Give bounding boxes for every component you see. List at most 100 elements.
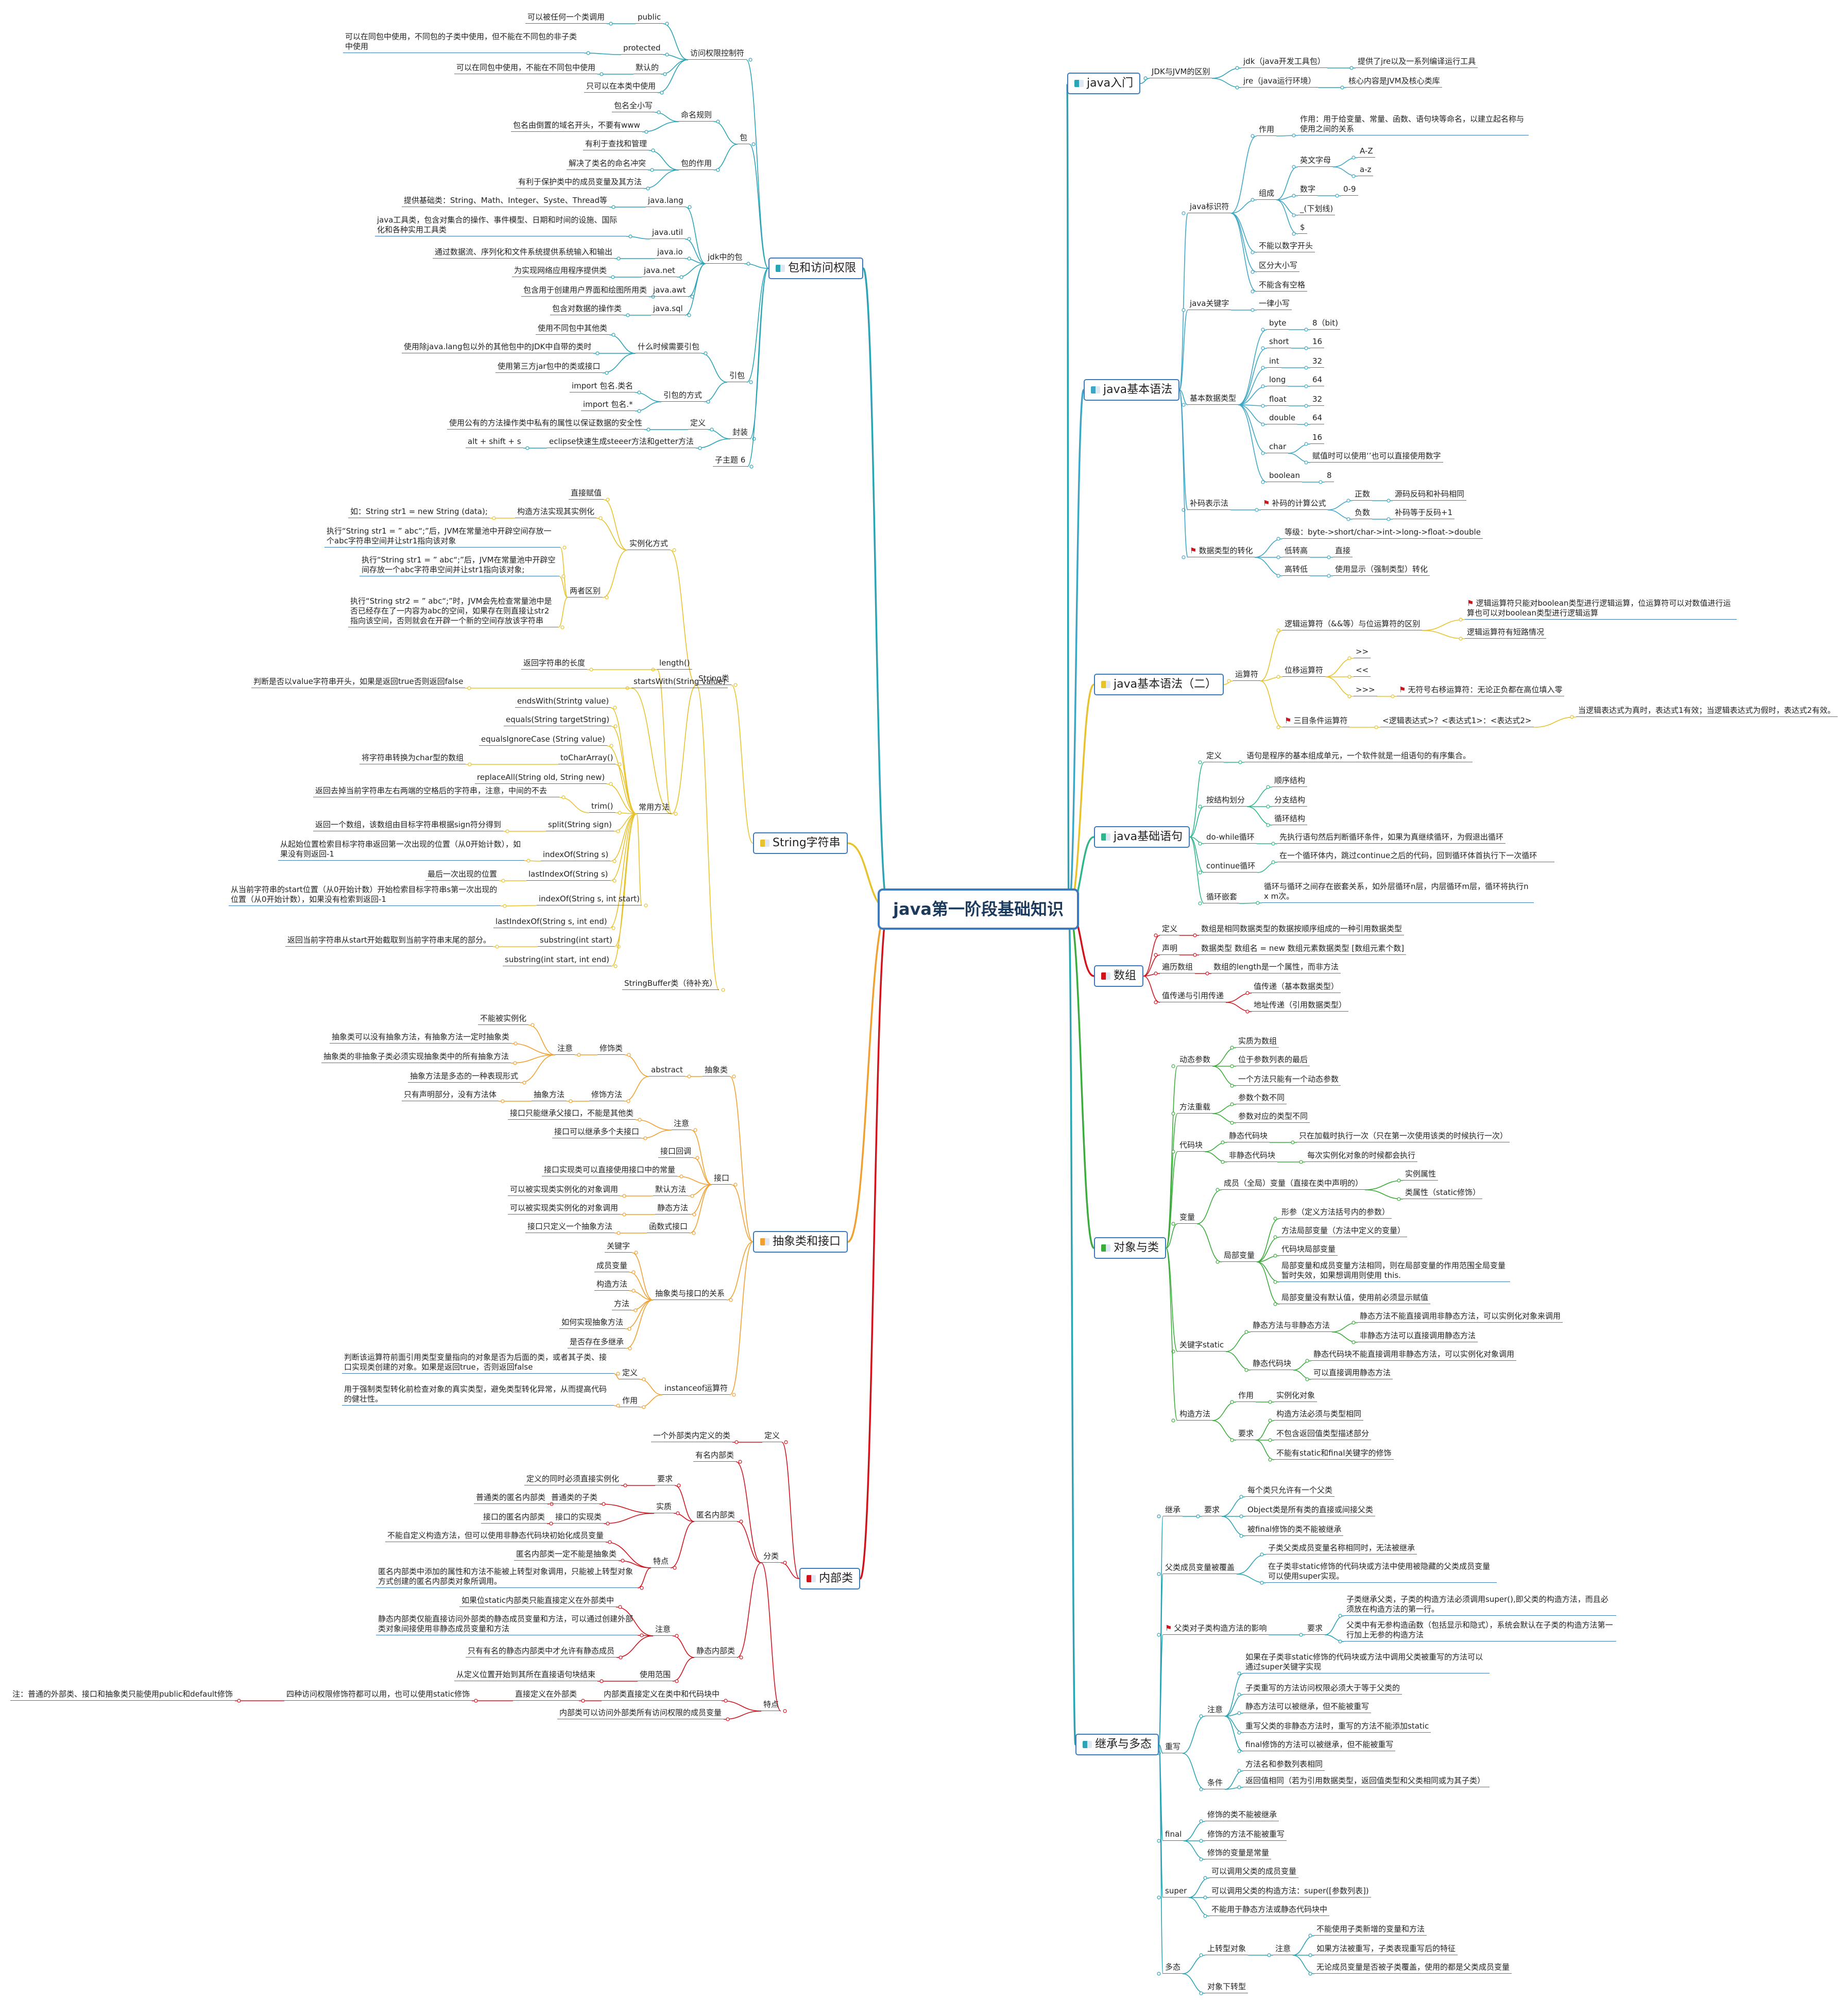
node-oop-dyn3[interactable]: 一个方法只能有一个动态参数 (1236, 1073, 1341, 1086)
node-abstract-r3[interactable]: 构造方法 (594, 1278, 630, 1291)
node-package-how2[interactable]: import 包名.* (581, 399, 635, 411)
node-inherit-su3[interactable]: 不能用于静态方法或静态代码块中 (1209, 1904, 1330, 1916)
node-statement-loop[interactable]: 循环结构 (1272, 813, 1308, 825)
node-package-enc-ecl[interactable]: eclipse快速生成steeer方法和getter方法 (547, 436, 696, 448)
node-inner-e1[interactable]: 普通类的子类 (549, 1492, 600, 1504)
node-oop-dyn2[interactable]: 位于参数列表的最后 (1236, 1054, 1310, 1066)
topic-oop[interactable]: 对象与类 (1094, 1237, 1167, 1259)
node-inherit-super[interactable]: super (1163, 1885, 1189, 1898)
node-inner-e2v[interactable]: 接口的匿名内部类 (481, 1511, 547, 1524)
node-package-util-v[interactable]: java工具类，包含对集合的操作、事件模型、日期和时间的设施、国际化和各种实用工… (375, 214, 626, 236)
topic-java-intro[interactable]: java入门 (1067, 73, 1141, 94)
node-package-enc-def-v[interactable]: 使用公有的方法操作类中私有的属性以保证数据的安全性 (447, 417, 645, 430)
node-syntax2-logic2[interactable]: 逻辑运算符有短路情况 (1465, 626, 1547, 639)
node-inherit-req[interactable]: 要求 (1202, 1504, 1222, 1516)
node-basic-syntax-negative[interactable]: 负数 (1353, 507, 1373, 519)
node-inherit-c2[interactable]: 返回值相同（若为引用数据类型，返回值类型和父类相同或为其子类） (1243, 1775, 1490, 1787)
node-oop-loc5[interactable]: 局部变量没有默认值，使用前必须显示赋值 (1279, 1292, 1431, 1304)
node-package-protected-v[interactable]: 可以在同包中使用，不同包的子类中使用，但不能在不同包的非子类中使用 (343, 31, 584, 53)
node-abstract-iface[interactable]: 接口 (712, 1172, 732, 1185)
node-abstract-idef[interactable]: 定义 (620, 1367, 640, 1379)
node-package-net[interactable]: java.net (642, 265, 677, 277)
node-package-sub6[interactable]: 子主题 6 (713, 454, 748, 467)
node-string-m14v[interactable]: 返回当前字符串从start开始截取到当前字符串末尾的部分。 (285, 934, 493, 947)
node-basic-syntax-v-char[interactable]: 16 (1310, 432, 1325, 444)
node-basic-syntax-v-short[interactable]: 16 (1310, 336, 1325, 348)
node-syntax2-tern-desc[interactable]: 当逻辑表达式为真时，表达式1有效；当逻辑表达式为假时，表达式2有效。 (1576, 705, 1838, 717)
node-oop-sblk[interactable]: 静态代码块 (1251, 1358, 1294, 1370)
node-inherit-su2[interactable]: 可以调用父类的构造方法：super([参数列表]) (1209, 1885, 1371, 1898)
node-package-when[interactable]: 什么时候需要引包 (636, 341, 702, 353)
node-basic-syntax-d09[interactable]: 0-9 (1341, 183, 1358, 196)
node-abstract-iuse-v[interactable]: 用于强制类型转化前检查对象的真实类型，避免类型转化异常，从而提高代码的健壮性。 (342, 1383, 614, 1406)
node-package-n1[interactable]: 包名全小写 (612, 100, 655, 112)
node-string-diff[interactable]: 两者区别 (568, 585, 603, 597)
node-syntax2-s3[interactable]: >>> (1354, 684, 1377, 696)
node-abstract-modm[interactable]: 修饰方法 (589, 1089, 625, 1101)
node-package-n2[interactable]: 包名由倒置的域名开头，不要有www (511, 119, 642, 132)
node-string-m11v[interactable]: 最后一次出现的位置 (425, 868, 500, 881)
node-string-m3[interactable]: endsWith(Strintg value) (515, 695, 611, 708)
node-basic-syntax-rule3[interactable]: 不能含有空格 (1257, 279, 1308, 292)
node-basic-syntax-v-byte[interactable]: 8（bit) (1310, 317, 1340, 330)
node-inner-scope-v[interactable]: 从定义位置开始到其所在直接语句块结束 (454, 1669, 598, 1681)
node-oop-sblock-v[interactable]: 只在加载时执行一次（只在第一次使用该类的时候执行一次） (1297, 1130, 1510, 1142)
node-package-awt-v[interactable]: 包含用于创建用户界面和绘图所用类 (521, 284, 649, 297)
node-string-m2v[interactable]: 判断是否以value字符串开头，如果是返回true否则返回false (251, 676, 466, 688)
node-inherit-up[interactable]: 上转型对象 (1205, 1943, 1248, 1955)
node-inherit-note[interactable]: 注意 (1205, 1704, 1225, 1716)
node-inner-anon[interactable]: 匿名内部类 (694, 1509, 738, 1522)
node-string-m1v[interactable]: 返回字符串的长度 (521, 657, 588, 670)
node-inherit-h2[interactable]: 在子类非static修饰的代码块或方法中使用被隐藏的父类成员变量可以使用supe… (1266, 1561, 1497, 1583)
node-statement-seq[interactable]: 顺序结构 (1272, 775, 1308, 787)
node-abstract-r1[interactable]: 关键字 (605, 1240, 632, 1253)
node-inherit-ce2[interactable]: 父类中有无参构造函数（包括显示和隐式），系统会默认在子类的构造方法第一行加上无参… (1344, 1619, 1616, 1642)
node-inherit-final[interactable]: final (1163, 1828, 1184, 1841)
node-oop-ov1[interactable]: 参数个数不同 (1236, 1092, 1287, 1104)
node-inherit-hide[interactable]: 父类成员变量被覆盖 (1163, 1562, 1237, 1574)
node-package-how[interactable]: 引包的方式 (661, 389, 705, 402)
topic-abstract-interface[interactable]: 抽象类和接口 (753, 1231, 848, 1253)
node-string-m10v[interactable]: 从起始位置检索目标字符串返回第一次出现的位置（从0开始计数），如果没有则返回-1 (278, 839, 524, 861)
node-basic-syntax-az-lower[interactable]: a-z (1358, 164, 1374, 176)
node-java-intro-n4[interactable]: jre（java运行环境） (1241, 75, 1318, 88)
node-abstract-r5[interactable]: 如何实现抽象方法 (559, 1317, 626, 1329)
node-inner-p2[interactable]: 内部类可以访问外部类所有访问权限的成员变量 (557, 1707, 724, 1719)
node-string-ctor-v[interactable]: 如：String str1 = new String (data); (348, 506, 490, 518)
node-inner-cat[interactable]: 分类 (761, 1550, 781, 1563)
node-java-intro-n5[interactable]: 核心内容是JVM及核心类库 (1346, 75, 1442, 88)
topic-inheritance[interactable]: 继承与多态 (1075, 1734, 1159, 1755)
node-package-util[interactable]: java.util (650, 227, 685, 239)
node-statement-dowhile-v[interactable]: 先执行语句然后判断循环条件，如果为真继续循环，为假退出循环 (1277, 831, 1506, 844)
node-statement-def-v[interactable]: 语句是程序的基本组成单元，一个软件就是一组语句的有序集合。 (1244, 750, 1473, 762)
node-inherit-override[interactable]: 重写 (1163, 1741, 1183, 1753)
node-inner-f1[interactable]: 不能自定义构造方法，但可以使用非静态代码块初始化成员变量 (385, 1530, 606, 1542)
node-inherit-f2[interactable]: 修饰的方法不能被重写 (1205, 1828, 1287, 1841)
node-string-direct[interactable]: 直接赋值 (569, 487, 604, 500)
node-package-access[interactable]: 访问权限控制符 (688, 47, 747, 60)
node-abstract-iuse[interactable]: 作用 (620, 1395, 640, 1407)
node-basic-syntax-t-short[interactable]: short (1267, 336, 1291, 348)
node-oop-smeth2[interactable]: 非静态方法可以直接调用静态方法 (1358, 1330, 1478, 1342)
node-basic-syntax-rule1[interactable]: 不能以数字开头 (1257, 240, 1315, 252)
node-oop-block[interactable]: 代码块 (1177, 1139, 1205, 1152)
node-inherit-o4[interactable]: 重写父类的非静态方法时，重写的方法不能添加static (1243, 1720, 1431, 1733)
node-string-m1[interactable]: length() (657, 657, 692, 670)
node-basic-syntax-v-char2[interactable]: 赋值时可以使用‘’也可以直接使用数字 (1310, 450, 1443, 463)
node-oop-cls[interactable]: 类属性（static修饰） (1403, 1187, 1483, 1199)
node-string-m14[interactable]: substring(int start) (538, 934, 614, 947)
node-oop-loc3[interactable]: 代码块局部变量 (1279, 1243, 1338, 1256)
node-inherit-cond[interactable]: 条件 (1205, 1777, 1225, 1789)
node-inner-e1v[interactable]: 普通类的匿名内部类 (474, 1492, 548, 1504)
node-string-m7[interactable]: replaceAll(String old, String new) (475, 772, 607, 784)
node-statement-cont[interactable]: continue循环 (1204, 860, 1258, 873)
node-syntax2-shift[interactable]: 位移运算符 (1282, 664, 1326, 677)
node-package-sql-v[interactable]: 包含对数据的操作类 (550, 303, 624, 315)
node-package-io[interactable]: java.io (655, 246, 685, 259)
node-basic-syntax-v-boolean[interactable]: 8 (1325, 470, 1334, 482)
node-inherit-up3[interactable]: 无论成员变量是否被子类覆盖，使用的都是父类成员变量 (1314, 1961, 1512, 1974)
node-inherit-f1[interactable]: 修饰的类不能被继承 (1205, 1809, 1279, 1821)
root-topic[interactable]: java第一阶段基础知识 (878, 888, 1080, 930)
node-abstract-dm[interactable]: 默认方法 (653, 1184, 689, 1196)
node-oop-local[interactable]: 局部变量 (1222, 1250, 1257, 1262)
